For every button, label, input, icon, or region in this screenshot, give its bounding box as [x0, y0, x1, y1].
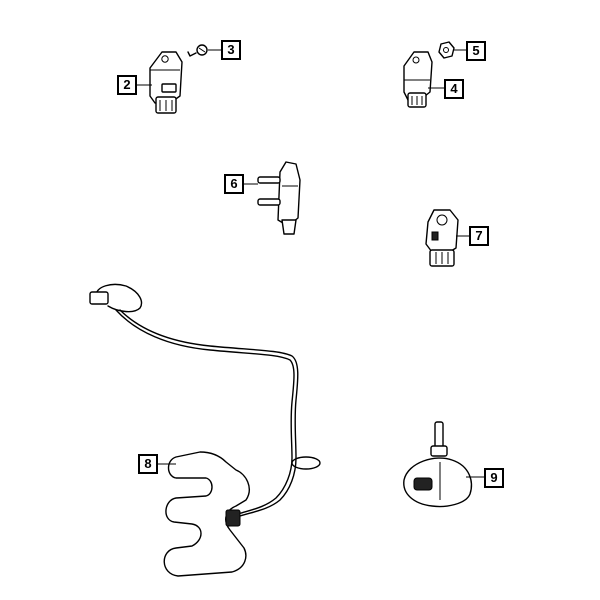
part-9-tpms-sensor: [403, 421, 473, 508]
part-3-screw: [187, 44, 208, 57]
callout-7: 7: [469, 226, 489, 246]
callout-4: 4: [444, 79, 464, 99]
callout-6: 6: [224, 174, 244, 194]
part-2-sensor: [149, 51, 183, 114]
part-5-nut: [438, 41, 455, 59]
leader-lines: [136, 49, 484, 478]
part-8-harness: [89, 283, 321, 577]
callout-9: 9: [484, 468, 504, 488]
callout-5: 5: [466, 41, 486, 61]
part-7-sensor: [425, 209, 459, 267]
part-4-sensor: [403, 51, 433, 108]
callout-3: 3: [221, 40, 241, 60]
part-6-pressure-sensor: [257, 161, 301, 235]
callout-2: 2: [117, 75, 137, 95]
callout-8: 8: [138, 454, 158, 474]
